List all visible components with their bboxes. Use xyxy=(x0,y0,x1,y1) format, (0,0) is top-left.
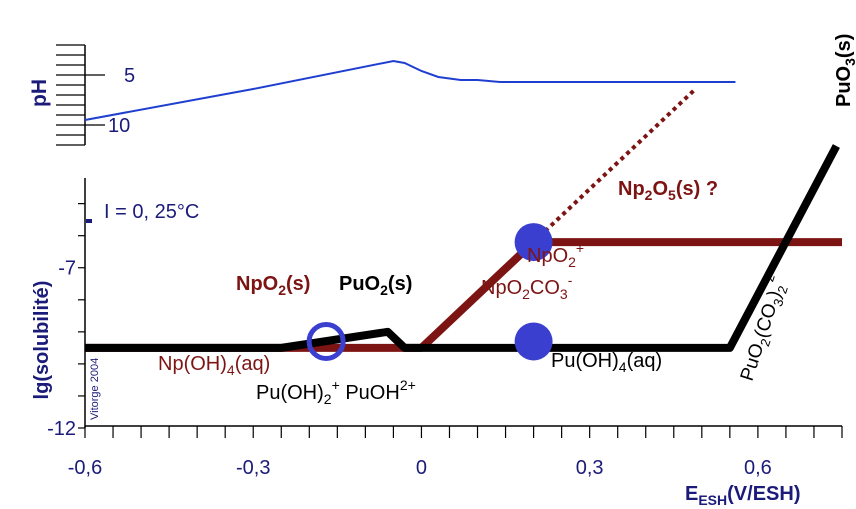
x-axis-label: EESH(V/ESH) xyxy=(685,483,800,508)
pu-oh4-label: Pu(OH)4(aq) xyxy=(551,350,662,375)
x-tick-label: 0,3 xyxy=(576,457,604,479)
npo2co3-label: NpO2CO3- xyxy=(481,272,573,302)
pu-oh2-label: Pu(OH)2+ PuOH2+ xyxy=(256,377,416,407)
open-marker xyxy=(306,321,346,361)
filled-marker xyxy=(514,223,553,262)
y-axis-label: lg(solubilité) xyxy=(31,281,53,400)
ph-minor-ticks xyxy=(56,44,85,146)
y-tick-labels: -7 -12 xyxy=(47,258,76,440)
x-tick-labels: -0,6 -0,3 0 0,3 0,6 xyxy=(68,457,772,479)
condition-marker xyxy=(86,219,92,223)
x-tick-label: 0,6 xyxy=(744,457,772,479)
x-axis-label-unit: (V/ESH) xyxy=(727,483,800,505)
filled-marker xyxy=(514,322,553,361)
solubility-axes: -0,6 -0,3 0 0,3 0,6 -7 -12 lg(solubilité) EES… xyxy=(31,178,843,508)
condition-text: I = 0, 25°C xyxy=(104,201,199,223)
y-minor-ticks xyxy=(78,203,85,429)
x-axis-label-main: E xyxy=(685,483,698,505)
ph-panel: 5 10 pH xyxy=(28,44,736,146)
solubility-markers xyxy=(306,223,553,361)
x-tick-label: -0,3 xyxy=(236,457,270,479)
np2o5-s-label: Np2O5(s) ? xyxy=(618,178,718,203)
npo2-plus-label: NpO2+ xyxy=(527,240,584,270)
ph-series-line xyxy=(84,59,736,121)
y-tick-label: -12 xyxy=(47,418,76,440)
ph-tick-label: 10 xyxy=(108,115,130,137)
ph-major-ticks: 5 10 xyxy=(85,65,135,137)
puo2-s-label: PuO2(s) xyxy=(339,273,412,298)
np-solubility-dotted-line xyxy=(532,86,698,244)
x-tick-label: -0,6 xyxy=(68,457,102,479)
x-minor-ticks xyxy=(84,426,843,438)
ph-axis-label: pH xyxy=(28,79,51,107)
npo2-s-label: NpO2(s) xyxy=(236,273,310,298)
credit-text: Vitorge 2004 xyxy=(89,358,101,420)
puo3-s-label: PuO3(s) xyxy=(833,34,856,107)
np-oh4-label: Np(OH)4(aq) xyxy=(158,353,270,378)
np-solubility-solid-line xyxy=(85,238,842,352)
pu-solubility-solid-line xyxy=(85,144,840,352)
x-axis-label-sub: ESH xyxy=(698,492,727,508)
y-tick-label: -7 xyxy=(58,258,76,280)
x-tick-label: 0 xyxy=(416,457,427,479)
species-annotations: NpO2(s) PuO2(s) Np2O5(s) ? PuO3(s) NpO2+… xyxy=(158,34,856,407)
solubility-series xyxy=(85,86,842,352)
ph-tick-label: 5 xyxy=(124,65,135,87)
